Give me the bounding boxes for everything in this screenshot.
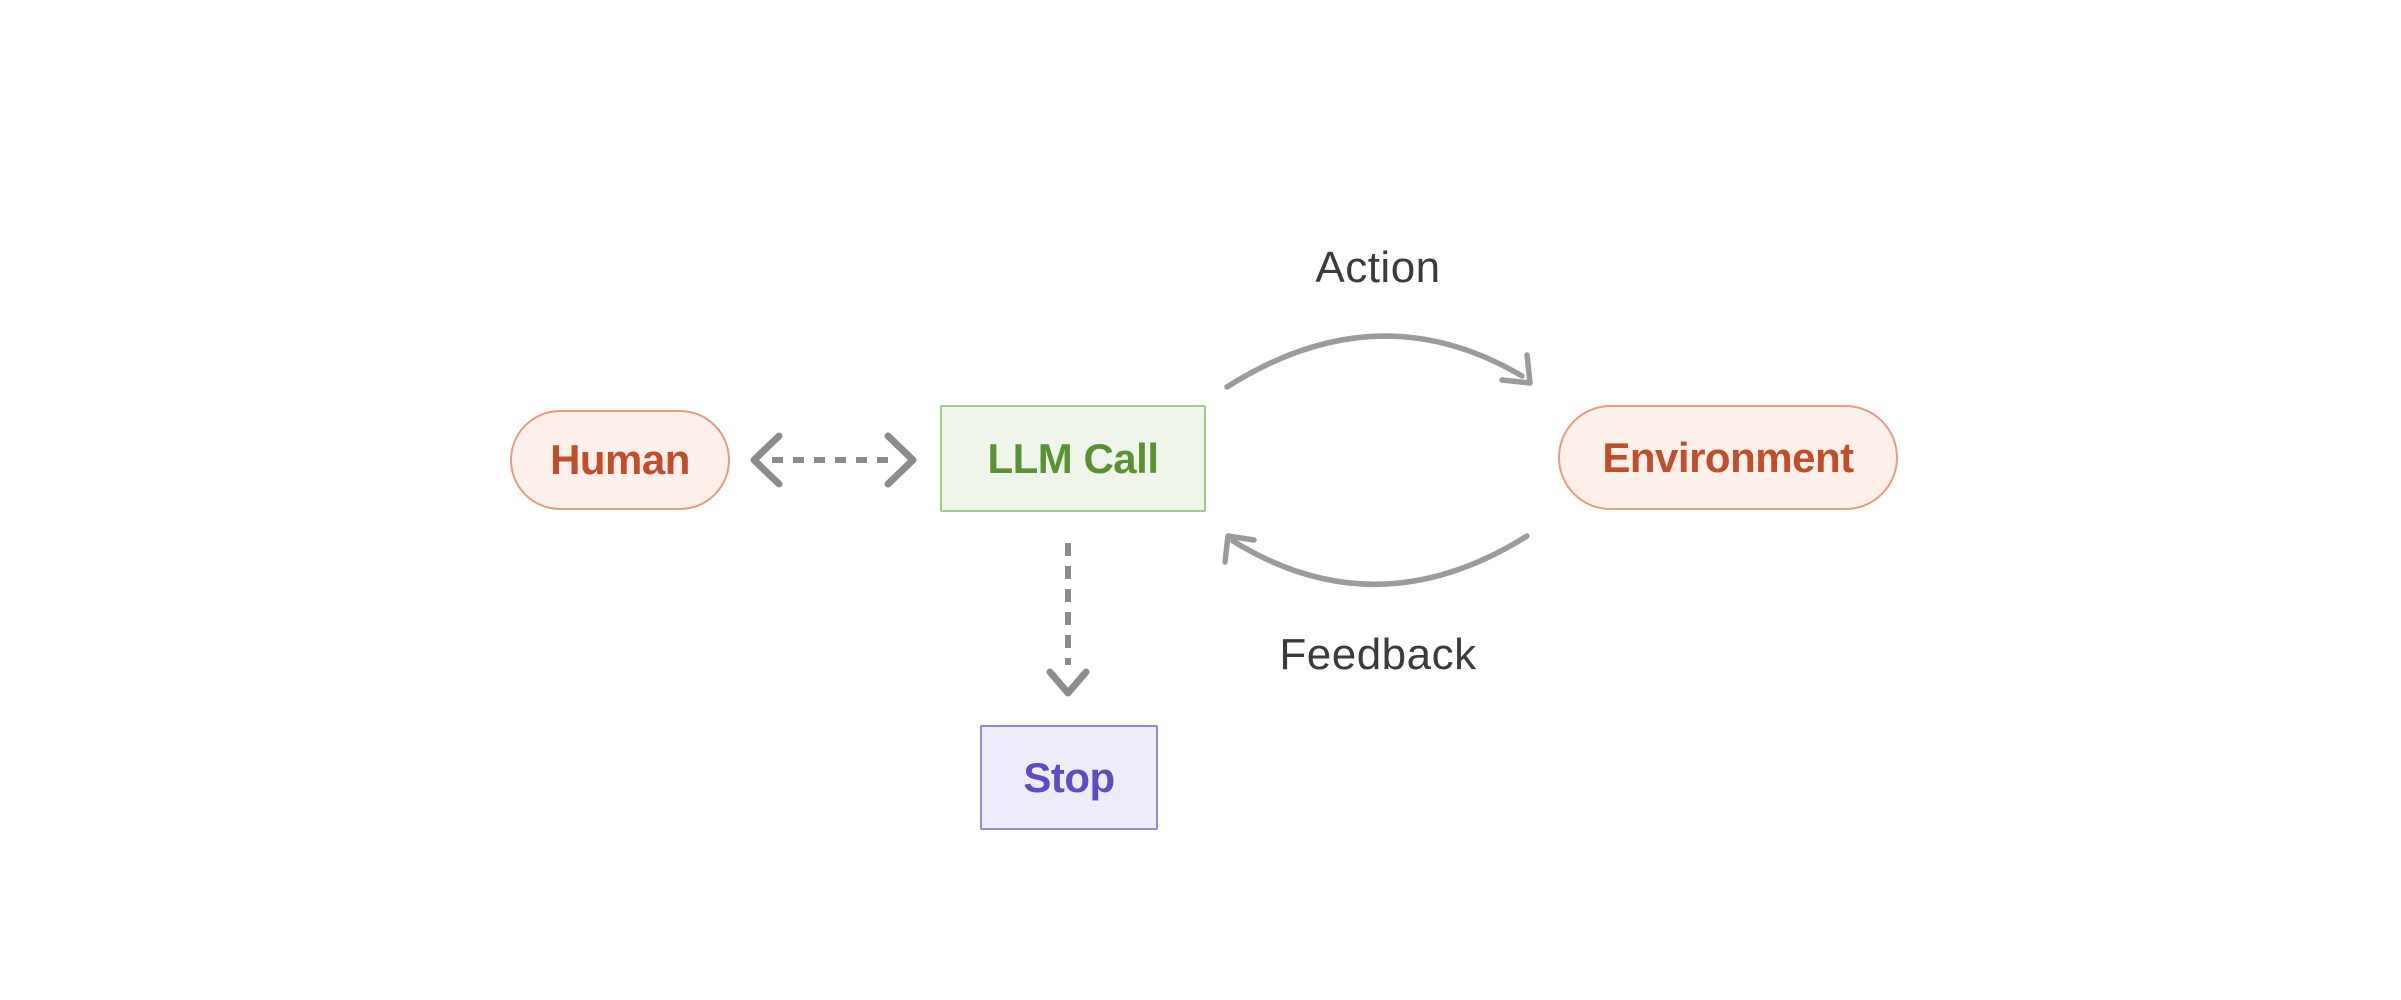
feedback-arc <box>1230 533 1530 588</box>
node-llm-call-label: LLM Call <box>987 434 1160 482</box>
action-arc <box>1224 333 1525 390</box>
edge-label-feedback: Feedback <box>1279 630 1477 679</box>
human-llm-double-arrow <box>750 432 917 488</box>
node-llm-call: LLM Call <box>940 405 1206 512</box>
arrow-left-chevron-icon <box>750 432 783 488</box>
node-human-label: Human <box>550 436 690 483</box>
arrow-right-chevron-icon <box>884 432 917 488</box>
feedback-arrowhead-icon <box>1222 533 1257 565</box>
node-stop: Stop <box>980 725 1158 830</box>
action-arc-arrow <box>1224 333 1533 390</box>
feedback-arc-arrow <box>1222 533 1530 588</box>
action-arrowhead-icon <box>1499 352 1533 386</box>
llm-stop-dashed-arrow <box>1046 543 1090 697</box>
arrow-down-chevron-icon <box>1046 668 1090 697</box>
node-environment: Environment <box>1558 405 1898 510</box>
edge-label-action: Action <box>1315 243 1441 292</box>
node-human: Human <box>510 410 730 510</box>
node-environment-label: Environment <box>1602 433 1854 481</box>
node-stop-label: Stop <box>1023 753 1115 801</box>
